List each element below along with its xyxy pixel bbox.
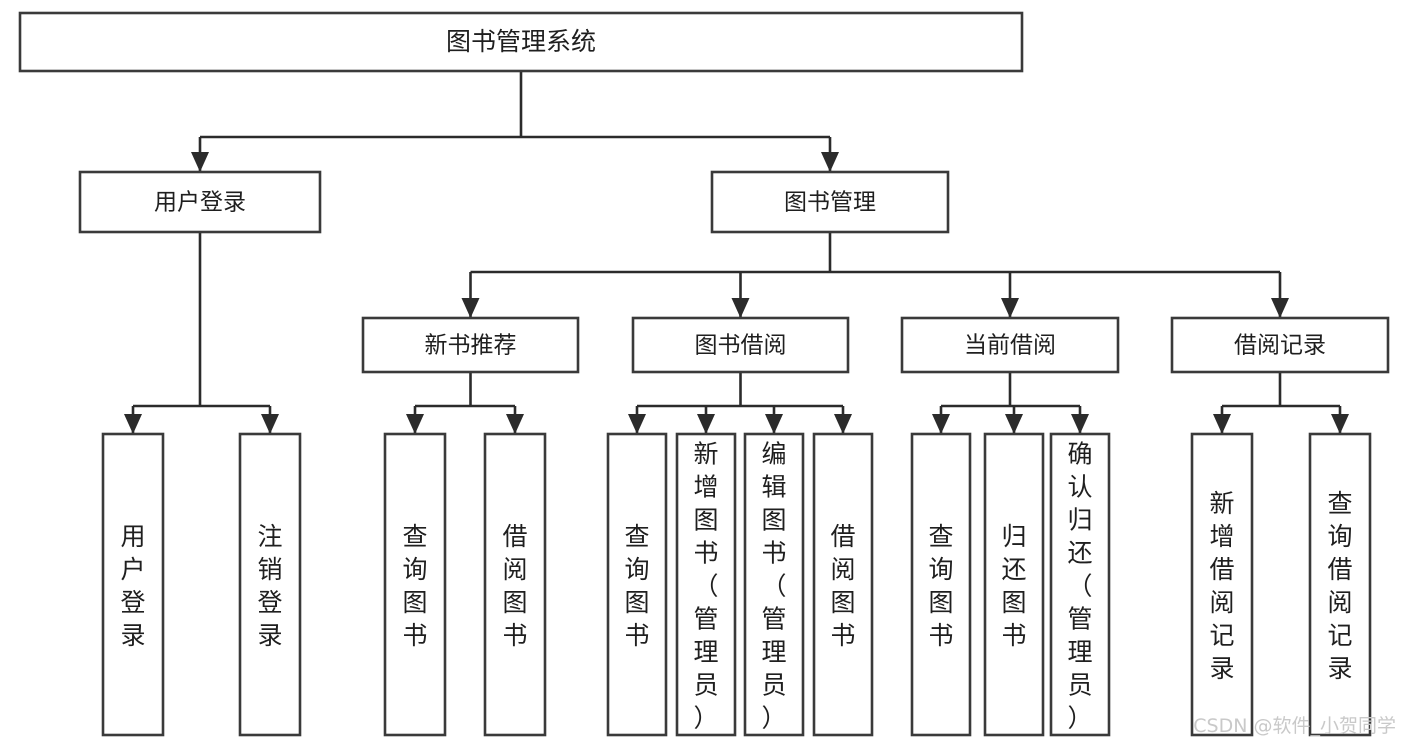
- arrow-head: [1331, 414, 1349, 434]
- node-root[interactable]: 图书管理系统: [18, 11, 1024, 73]
- arrow-head: [1271, 298, 1289, 318]
- node-leaf-borrow-book-2[interactable]: 借阅图书: [812, 432, 874, 737]
- arrow-head: [731, 298, 750, 318]
- node-rect[interactable]: [238, 432, 302, 737]
- node-user-login[interactable]: 用户登录: [78, 170, 322, 234]
- leaf-label-vertical: 注销登录: [257, 522, 282, 650]
- node-label: 用户登录: [154, 190, 246, 216]
- node-rect[interactable]: [483, 432, 547, 737]
- node-rect[interactable]: [631, 316, 850, 374]
- node-label: 借阅记录: [1234, 333, 1326, 359]
- node-leaf-query-book-2[interactable]: 查询图书: [606, 432, 668, 737]
- node-borrow-record[interactable]: 借阅记录: [1170, 316, 1390, 374]
- node-label: 新书推荐: [425, 333, 517, 359]
- node-book-borrow[interactable]: 图书借阅: [631, 316, 850, 374]
- node-rect[interactable]: [1049, 432, 1111, 737]
- node-rect[interactable]: [101, 432, 165, 737]
- arrow-head: [191, 152, 209, 172]
- leaf-label-vertical: 查询借阅记录: [1327, 489, 1352, 683]
- leaf-label-vertical: 借阅图书: [502, 522, 527, 650]
- arrow-head: [821, 152, 839, 172]
- node-rect[interactable]: [812, 432, 874, 737]
- node-leaf-confirm-return-admin[interactable]: 确认归还（管理员）: [1049, 432, 1111, 737]
- node-leaf-query-borrow-record[interactable]: 查询借阅记录: [1308, 432, 1372, 737]
- node-book-manage[interactable]: 图书管理: [710, 170, 950, 234]
- node-leaf-query-book-3[interactable]: 查询图书: [910, 432, 972, 737]
- node-label: 图书管理系统: [446, 27, 596, 56]
- node-rect[interactable]: [18, 11, 1024, 73]
- arrow-head: [506, 414, 524, 434]
- node-rect[interactable]: [78, 170, 322, 234]
- node-rect[interactable]: [383, 432, 447, 737]
- nodes-layer: 图书管理系统用户登录图书管理新书推荐图书借阅当前借阅借阅记录用户登录注销登录查询…: [18, 11, 1390, 737]
- node-current-borrow[interactable]: 当前借阅: [900, 316, 1120, 374]
- node-leaf-query-book-1[interactable]: 查询图书: [383, 432, 447, 737]
- csdn-watermark: CSDN @软件_小贺同学: [1193, 715, 1396, 737]
- arrow-head: [406, 414, 424, 434]
- node-rect[interactable]: [900, 316, 1120, 374]
- node-leaf-edit-book-admin[interactable]: 编辑图书（管理员）: [743, 432, 805, 737]
- node-rect[interactable]: [1170, 316, 1390, 374]
- node-label: 当前借阅: [964, 333, 1056, 359]
- arrow-head: [124, 414, 142, 434]
- node-rect[interactable]: [910, 432, 972, 737]
- node-rect[interactable]: [1190, 432, 1254, 737]
- node-rect[interactable]: [675, 432, 737, 737]
- arrow-head: [461, 298, 480, 318]
- arrow-head: [261, 414, 279, 434]
- leaf-label-vertical: 归还图书: [1001, 522, 1026, 650]
- arrow-head: [697, 414, 715, 434]
- leaf-label-vertical: 新增借阅记录: [1209, 489, 1234, 683]
- leaf-label-vertical: 查询图书: [402, 522, 427, 650]
- node-new-book-recommend[interactable]: 新书推荐: [361, 316, 580, 374]
- leaf-label-vertical: 确认归还（管理员）: [1067, 439, 1092, 732]
- arrow-head: [765, 414, 783, 434]
- arrow-head: [628, 414, 646, 434]
- leaf-label-vertical: 查询图书: [928, 522, 953, 650]
- connectors-layer: [124, 71, 1349, 434]
- node-label: 图书借阅: [695, 333, 787, 359]
- node-rect[interactable]: [983, 432, 1045, 737]
- arrow-head: [1005, 414, 1023, 434]
- arrow-head: [1071, 414, 1089, 434]
- node-leaf-add-borrow-record[interactable]: 新增借阅记录: [1190, 432, 1254, 737]
- leaf-label-vertical: 用户登录: [120, 522, 145, 650]
- arrow-head: [1001, 298, 1019, 318]
- node-leaf-return-book[interactable]: 归还图书: [983, 432, 1045, 737]
- leaf-label-vertical: 新增图书（管理员）: [693, 439, 718, 732]
- leaf-label-vertical: 借阅图书: [830, 522, 855, 650]
- node-leaf-logout[interactable]: 注销登录: [238, 432, 302, 737]
- node-leaf-add-book-admin[interactable]: 新增图书（管理员）: [675, 432, 737, 737]
- arrow-head: [834, 414, 852, 434]
- arrow-head: [932, 414, 950, 434]
- leaf-label-vertical: 编辑图书（管理员）: [761, 439, 786, 732]
- node-leaf-user-login[interactable]: 用户登录: [101, 432, 165, 737]
- arrow-head: [1213, 414, 1231, 434]
- node-rect[interactable]: [361, 316, 580, 374]
- node-label: 图书管理: [784, 190, 876, 216]
- leaf-label-vertical: 查询图书: [624, 522, 649, 650]
- node-rect[interactable]: [606, 432, 668, 737]
- node-rect[interactable]: [1308, 432, 1372, 737]
- node-rect[interactable]: [743, 432, 805, 737]
- node-rect[interactable]: [710, 170, 950, 234]
- node-leaf-borrow-book-1[interactable]: 借阅图书: [483, 432, 547, 737]
